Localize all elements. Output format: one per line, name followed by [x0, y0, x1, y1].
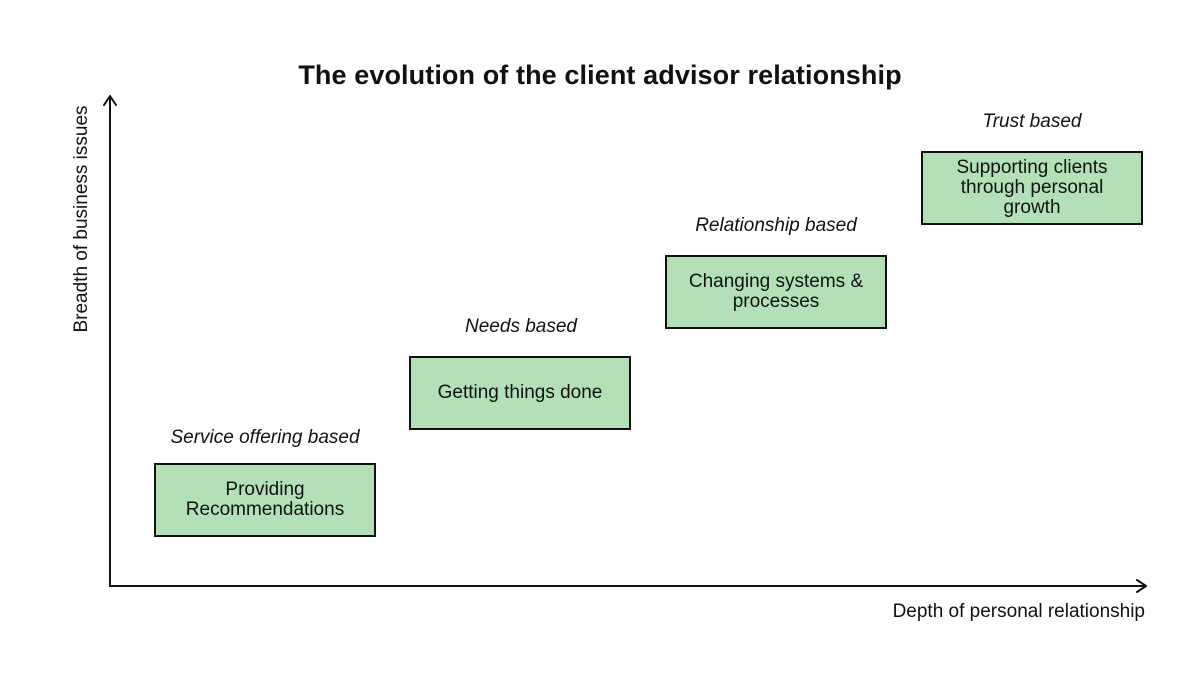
- stage-box-text: Supporting clients through personal grow…: [956, 157, 1108, 218]
- y-axis-label-text: Breadth of business issues: [71, 105, 92, 333]
- stage-label-relationship: Relationship based: [695, 215, 857, 236]
- y-axis-arrowhead: [103, 95, 117, 106]
- stage-box-providing-recommendations: Providing Recommendations: [154, 463, 376, 537]
- stage-label-needs: Needs based: [465, 316, 577, 337]
- x-axis-arrowhead: [1136, 579, 1147, 593]
- stage-box-text: Getting things done: [437, 382, 603, 403]
- stage-box-text: Changing systems & processes: [688, 271, 864, 312]
- stage-box-text: Providing Recommendations: [185, 479, 345, 520]
- diagram-title: The evolution of the client advisor rela…: [298, 60, 902, 90]
- stage-label-trust: Trust based: [982, 111, 1082, 132]
- stage-box-getting-things-done: Getting things done: [409, 356, 631, 430]
- stage-label-service-offering: Service offering based: [170, 427, 360, 448]
- stage-box-supporting-clients: Supporting clients through personal grow…: [921, 151, 1143, 225]
- x-axis-label: Depth of personal relationship: [892, 601, 1145, 622]
- stage-box-changing-systems: Changing systems & processes: [665, 255, 887, 329]
